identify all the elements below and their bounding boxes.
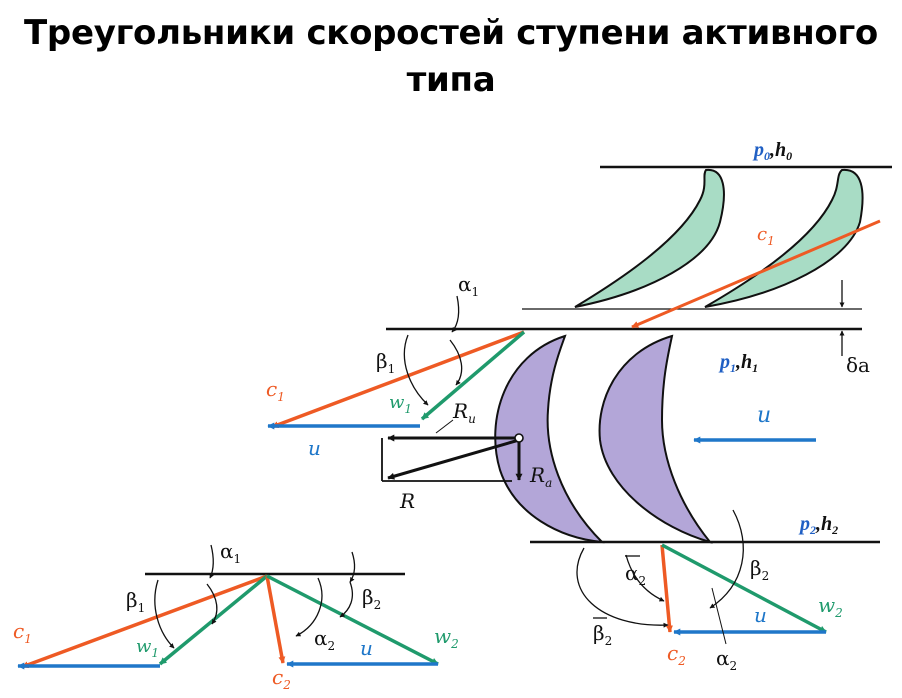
beta1-arc bbox=[403, 334, 429, 406]
ra-label: Ra bbox=[529, 463, 552, 490]
c2-vector bbox=[660, 544, 673, 633]
p1-h1-label: p1,h1 bbox=[718, 351, 758, 375]
p2-h2-label: p2,h2 bbox=[798, 513, 838, 537]
r-force-vector bbox=[387, 438, 520, 480]
ru-leader-line bbox=[435, 419, 454, 434]
w2-combined-vector bbox=[266, 574, 439, 666]
beta1-label: β1 bbox=[376, 349, 395, 376]
w1-vector bbox=[420, 330, 526, 421]
w2-label: w2 bbox=[818, 593, 843, 620]
alpha1-arc bbox=[451, 295, 460, 333]
w1-combined-vector bbox=[158, 574, 269, 666]
c1-nozzle-vector bbox=[631, 219, 881, 329]
w1-label: w1 bbox=[389, 392, 412, 416]
u-blade-label: u bbox=[757, 403, 771, 428]
alpha2-label: α2 bbox=[716, 646, 737, 673]
alpha2-leader bbox=[711, 587, 727, 645]
c1-vector bbox=[271, 330, 525, 429]
delta-a-label: δa bbox=[846, 353, 870, 377]
c1-combined-vector bbox=[21, 574, 268, 669]
c1-nozzle-label: c1 bbox=[757, 224, 775, 248]
c2-combined-vector bbox=[265, 575, 286, 664]
beta2-bar-label: β2 bbox=[593, 621, 612, 648]
rotor-blade-2 bbox=[598, 334, 713, 544]
rotor-blade-1 bbox=[494, 334, 605, 544]
alpha2-bar-label: α2 bbox=[625, 561, 646, 588]
r-label: R bbox=[399, 489, 415, 513]
u-outlet-label: u bbox=[754, 603, 767, 627]
beta2-bar-arc bbox=[576, 547, 669, 628]
force-origin-point bbox=[514, 433, 524, 443]
alpha2-combined-label: α2 bbox=[314, 626, 335, 653]
beta2-combined-arc-lower bbox=[339, 581, 354, 618]
beta1-combined-arc bbox=[154, 579, 175, 649]
u2-combined-label: u bbox=[360, 636, 373, 660]
w1-combined-label: w1 bbox=[136, 636, 159, 660]
u-inlet-label: u bbox=[308, 436, 321, 460]
alpha1-combined-label: α1 bbox=[220, 539, 241, 566]
alpha1-label: α1 bbox=[458, 272, 479, 299]
beta2-label: β2 bbox=[750, 556, 769, 583]
beta2-combined-arc bbox=[349, 551, 356, 583]
alpha1-combined-arc bbox=[209, 544, 215, 579]
nozzle-blade-2 bbox=[704, 168, 864, 308]
ru-label: Ru bbox=[452, 399, 476, 426]
c2-label: c2 bbox=[667, 641, 686, 668]
w2-vector bbox=[661, 543, 827, 634]
alpha2-bar-arc bbox=[625, 554, 665, 602]
c2-combined-label: c2 bbox=[272, 665, 291, 692]
w2-combined-label: w2 bbox=[434, 624, 459, 651]
title-line-1: Треугольники скоростей ступени активного bbox=[24, 13, 878, 53]
c1-combined-label: c1 bbox=[13, 619, 32, 646]
p0-h0-label: p0,h0 bbox=[752, 139, 792, 163]
alpha1-arc-lower bbox=[449, 339, 463, 386]
c1-label: c1 bbox=[266, 377, 285, 404]
alpha2-combined-arc bbox=[295, 577, 323, 637]
beta2-combined-label: β2 bbox=[362, 585, 381, 612]
beta1-combined-label: β1 bbox=[126, 588, 145, 615]
title-line-2: типа bbox=[406, 60, 496, 100]
page-title: Треугольники скоростей ступени активного… bbox=[0, 10, 902, 104]
nozzle-blade-1 bbox=[574, 168, 725, 308]
alpha1-combined-arc-lower bbox=[206, 583, 218, 625]
beta2-arc bbox=[709, 509, 744, 609]
